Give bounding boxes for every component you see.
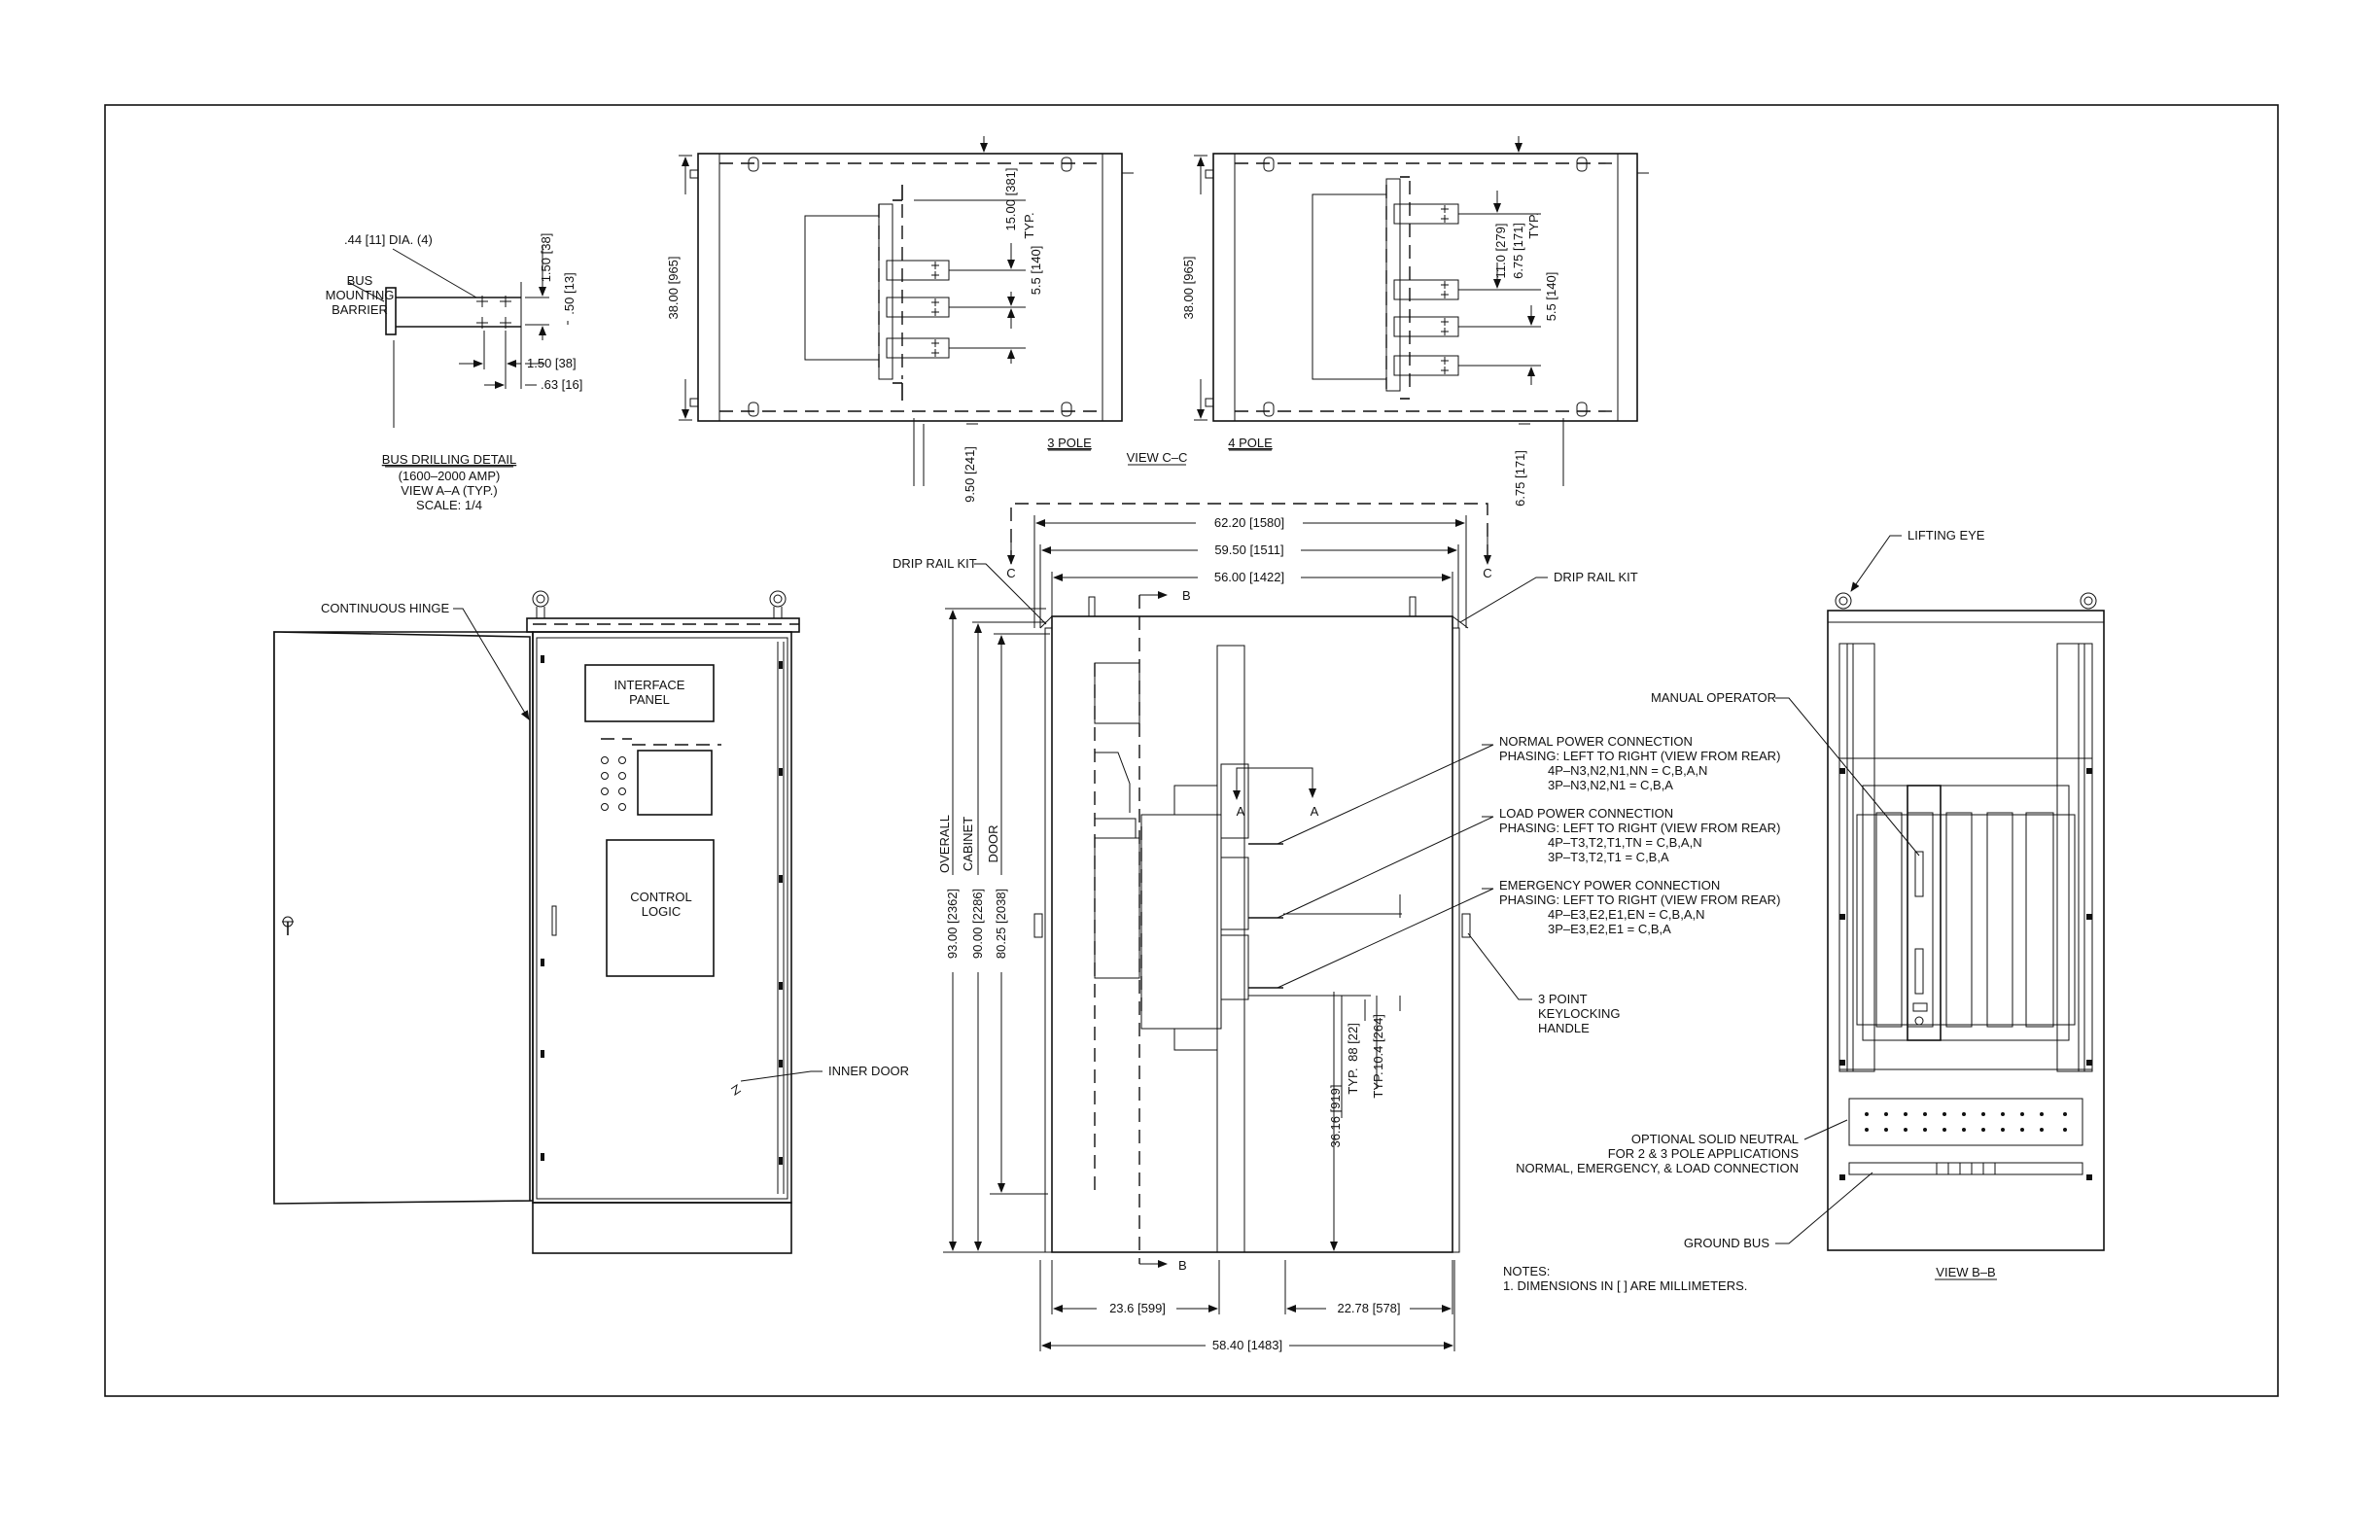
load-conn-4p: 4P–T3,T2,T1,TN = C,B,A,N — [1548, 835, 1702, 850]
bus-dia-label: .44 [11] DIA. (4) — [344, 232, 433, 247]
front-view: INTERFACE PANEL CONTROL LOGIC CONTINUOUS… — [273, 590, 909, 1254]
indicator-lights — [601, 756, 626, 811]
notes-line-1: 1. DIMENSIONS IN [ ] ARE MILLIMETERS. — [1503, 1278, 1747, 1293]
emergency-conn-title: EMERGENCY POWER CONNECTION — [1499, 878, 1720, 892]
keylock-label-1: 3 POINT — [1538, 992, 1588, 1006]
section-b-top: B — [1182, 588, 1191, 603]
bus-detail-title: BUS DRILLING DETAIL — [382, 452, 516, 467]
view-c4-typ: TYP. — [1526, 212, 1541, 238]
neutral-label-1: OPTIONAL SOLID NEUTRAL — [1631, 1132, 1799, 1146]
view-c3-dim-1500: 15.00 [381] — [1003, 167, 1018, 230]
view-c3-height: 38.00 [965] — [666, 256, 681, 319]
normal-conn-phasing: PHASING: LEFT TO RIGHT (VIEW FROM REAR) — [1499, 749, 1780, 763]
view-cc-4-pole: 38.00 [965] 11.0 [279] 6.75 [ — [1181, 136, 1649, 507]
inner-door-label: INNER DOOR — [828, 1064, 909, 1078]
dim-88-typ: TYP. — [1346, 1068, 1360, 1094]
emergency-conn-4p: 4P–E3,E2,E1,EN = C,B,A,N — [1548, 907, 1705, 922]
bus-barrier-label-1: BUS — [347, 273, 373, 288]
bus-drilling-detail: .44 [11] DIA. (4) BUS MOUNTING BARRIER 1… — [326, 232, 583, 512]
section-c-left: C — [1006, 566, 1015, 580]
drip-rail-left-label: DRIP RAIL KIT — [892, 556, 977, 571]
drip-rail-right-label: DRIP RAIL KIT — [1554, 570, 1638, 584]
dim-236: 23.6 [599] — [1109, 1301, 1166, 1315]
control-logic-label-2: LOGIC — [642, 904, 681, 919]
section-c-right: C — [1483, 566, 1491, 580]
bus-barrier-label-2: MOUNTING — [326, 288, 395, 302]
bus-detail-amp: (1600–2000 AMP) — [399, 469, 501, 483]
dim-9300: 93.00 [2362] — [945, 889, 960, 959]
dim-5840: 58.40 [1483] — [1212, 1338, 1282, 1352]
keylock-label-2: KEYLOCKING — [1538, 1006, 1621, 1021]
view-bb-label: VIEW B–B — [1936, 1265, 1995, 1279]
lifting-eye-label: LIFTING EYE — [1908, 528, 1985, 542]
view-c4-height: 38.00 [965] — [1181, 256, 1196, 319]
emergency-conn-phasing: PHASING: LEFT TO RIGHT (VIEW FROM REAR) — [1499, 892, 1780, 907]
control-logic-label-1: CONTROL — [630, 890, 692, 904]
keylock-label-3: HANDLE — [1538, 1021, 1590, 1035]
normal-conn-title: NORMAL POWER CONNECTION — [1499, 734, 1693, 749]
view-cc-3-pole: 38.00 [965] 15.00 [381] TYP. 5.5 [140] — [666, 136, 1134, 503]
emergency-conn-3p: 3P–E3,E2,E1 = C,B,A — [1548, 922, 1671, 936]
notes-title: NOTES: — [1503, 1264, 1550, 1278]
view-cc-label: VIEW C–C — [1127, 450, 1188, 465]
neutral-label-2: FOR 2 & 3 POLE APPLICATIONS — [1608, 1146, 1800, 1161]
view-c3-typ: TYP. — [1022, 212, 1036, 238]
continuous-hinge-label: CONTINUOUS HINGE — [321, 601, 450, 615]
load-conn-3p: 3P–T3,T2,T1 = C,B,A — [1548, 850, 1669, 864]
view-c4-dim-110: 11.0 [279] — [1493, 224, 1508, 279]
connection-notes: NORMAL POWER CONNECTION PHASING: LEFT TO… — [1482, 734, 1780, 936]
load-conn-title: LOAD POWER CONNECTION — [1499, 806, 1673, 821]
bus-barrier-label-3: BARRIER — [332, 302, 388, 317]
overall-label: OVERALL — [937, 815, 952, 873]
view-c4-dim-675b: 6.75 [171] — [1513, 450, 1527, 507]
bus-dim-50: .50 [13] — [562, 272, 577, 314]
sheet-border — [104, 104, 2279, 1397]
section-a-right: A — [1311, 804, 1319, 819]
view-c4-dim-55: 5.5 [140] — [1544, 272, 1558, 322]
side-view: A A B B C C 62.20 [1580] 59.50 [1511] 56… — [892, 503, 1638, 1352]
bus-dim-150-horizontal: 1.50 [38] — [527, 356, 577, 370]
view-c3-label: 3 POLE — [1047, 436, 1092, 450]
normal-conn-4p: 4P–N3,N2,N1,NN = C,B,A,N — [1548, 763, 1707, 778]
dim-3616: 36.16 [919] — [1328, 1084, 1343, 1147]
interface-panel-label-2: PANEL — [629, 692, 670, 707]
rear-view-bb: LIFTING EYE MANUAL OPERATOR OPTIONAL SOL… — [1516, 528, 2105, 1280]
dim-8025: 80.25 [2038] — [994, 889, 1008, 959]
interface-panel-label-1: INTERFACE — [614, 678, 685, 692]
dim-6220: 62.20 [1580] — [1214, 515, 1284, 530]
dim-9000: 90.00 [2286] — [970, 889, 985, 959]
view-c4-dim-675: 6.75 [171] — [1511, 223, 1525, 279]
section-a-left: A — [1237, 804, 1245, 819]
cabinet-label: CABINET — [961, 817, 975, 871]
bus-dim-63: .63 [16] — [541, 377, 582, 392]
view-c3-dim-950: 9.50 [241] — [962, 446, 977, 503]
section-b-bottom: B — [1178, 1258, 1187, 1273]
bus-dim-150-vertical: 1.50 [38] — [539, 233, 553, 283]
normal-conn-3p: 3P–N3,N2,N1 = C,B,A — [1548, 778, 1673, 792]
dim-88: 88 [22] — [1346, 1023, 1360, 1062]
dim-2278: 22.78 [578] — [1337, 1301, 1400, 1315]
door-label: DOOR — [986, 825, 1000, 863]
load-conn-phasing: PHASING: LEFT TO RIGHT (VIEW FROM REAR) — [1499, 821, 1780, 835]
ground-bus-label: GROUND BUS — [1684, 1236, 1769, 1250]
view-c4-label: 4 POLE — [1228, 436, 1273, 450]
dim-104: 10.4 [264] — [1371, 1014, 1385, 1070]
view-c3-dim-55: 5.5 [140] — [1029, 246, 1043, 296]
neutral-label-3: NORMAL, EMERGENCY, & LOAD CONNECTION — [1516, 1161, 1799, 1175]
dim-104-typ: TYP. — [1371, 1071, 1385, 1098]
dim-5950: 59.50 [1511] — [1214, 542, 1283, 557]
bus-detail-view: VIEW A–A (TYP.) — [401, 483, 497, 498]
dim-5600: 56.00 [1422] — [1214, 570, 1284, 584]
bus-detail-scale: SCALE: 1/4 — [416, 498, 482, 512]
manual-operator-label: MANUAL OPERATOR — [1651, 690, 1776, 705]
